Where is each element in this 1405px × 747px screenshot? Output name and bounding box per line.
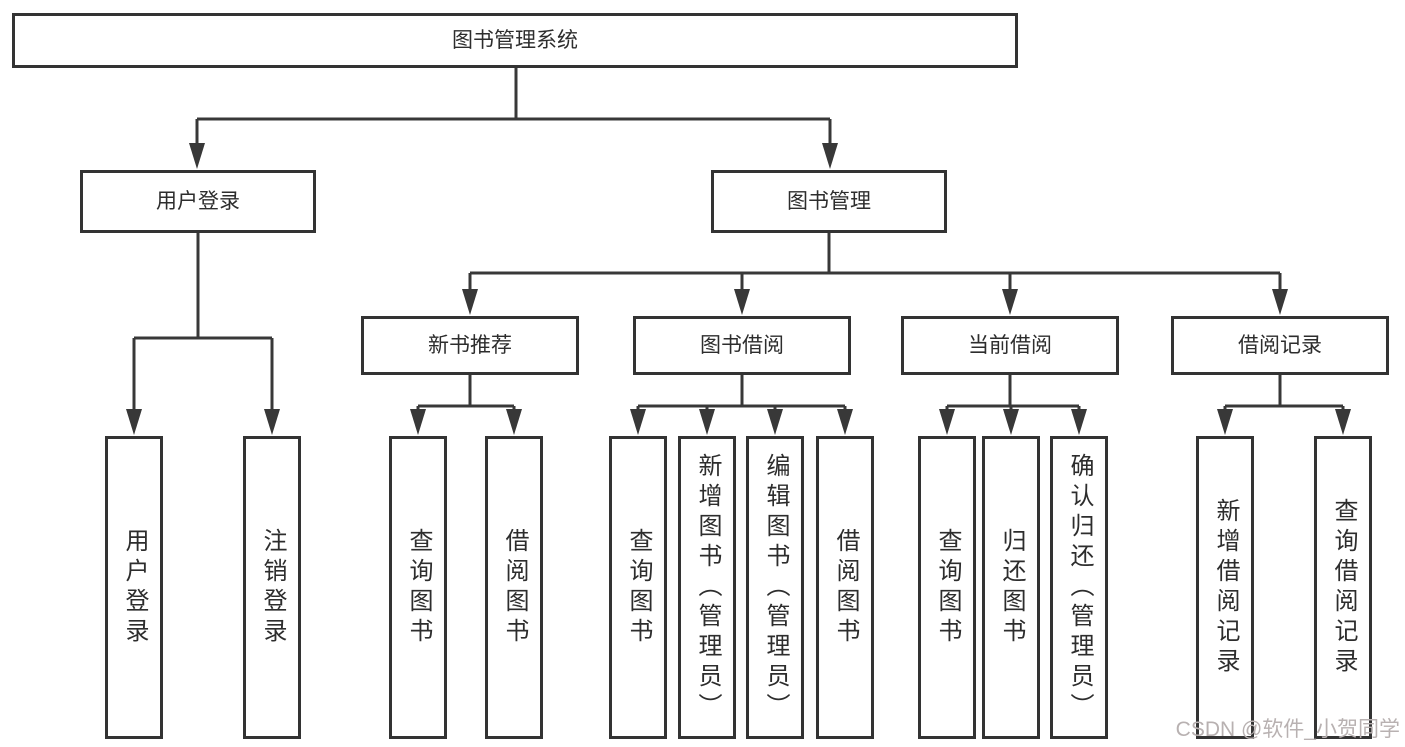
leaf-add-books-admin: 新增图书（管理员） [678, 436, 736, 739]
node-label: 归还图书 [998, 527, 1025, 648]
node-label: 图书借阅 [700, 334, 784, 357]
node-label: 图书管理系统 [452, 29, 578, 52]
leaf-user-login: 用户登录 [105, 436, 163, 739]
leaf-borrow-books: 借阅图书 [816, 436, 874, 739]
node-label: 借阅图书 [832, 527, 859, 648]
node-label: 查询图书 [625, 527, 652, 648]
leaf-logout-login: 注销登录 [243, 436, 301, 739]
leaf-query-books-current: 查询图书 [918, 436, 976, 739]
node-user-login: 用户登录 [80, 170, 316, 233]
node-label: 查询图书 [405, 527, 432, 648]
leaf-query-books-borrowing: 查询图书 [609, 436, 667, 739]
node-label: 确认归还（管理员） [1066, 452, 1093, 723]
node-book-borrowing: 图书借阅 [633, 316, 851, 375]
node-label: 注销登录 [259, 527, 286, 648]
node-label: 借阅记录 [1238, 334, 1322, 357]
csdn-watermark: CSDN @软件_小贺同学 [1175, 718, 1400, 741]
leaf-query-books-recommend: 查询图书 [389, 436, 447, 739]
node-label: 图书管理 [787, 190, 871, 213]
leaf-confirm-return-admin: 确认归还（管理员） [1050, 436, 1108, 739]
leaf-edit-books-admin: 编辑图书（管理员） [746, 436, 804, 739]
node-label: 用户登录 [121, 527, 148, 648]
node-book-management: 图书管理 [711, 170, 947, 233]
leaf-borrow-books-recommend: 借阅图书 [485, 436, 543, 739]
node-label: 编辑图书（管理员） [762, 452, 789, 723]
leaf-add-borrow-record: 新增借阅记录 [1196, 436, 1254, 739]
node-label: 借阅图书 [501, 527, 528, 648]
leaf-return-books: 归还图书 [982, 436, 1040, 739]
node-library-management-system: 图书管理系统 [12, 13, 1018, 68]
node-borrowing-records: 借阅记录 [1171, 316, 1389, 375]
node-label: 新增图书（管理员） [694, 452, 721, 723]
node-current-borrowing: 当前借阅 [901, 316, 1119, 375]
node-label: 用户登录 [156, 190, 240, 213]
node-label: 查询借阅记录 [1330, 497, 1357, 678]
node-new-book-recommendation: 新书推荐 [361, 316, 579, 375]
node-label: 新书推荐 [428, 334, 512, 357]
node-label: 新增借阅记录 [1212, 497, 1239, 678]
node-label: 当前借阅 [968, 334, 1052, 357]
node-label: 查询图书 [934, 527, 961, 648]
leaf-query-borrow-record: 查询借阅记录 [1314, 436, 1372, 739]
